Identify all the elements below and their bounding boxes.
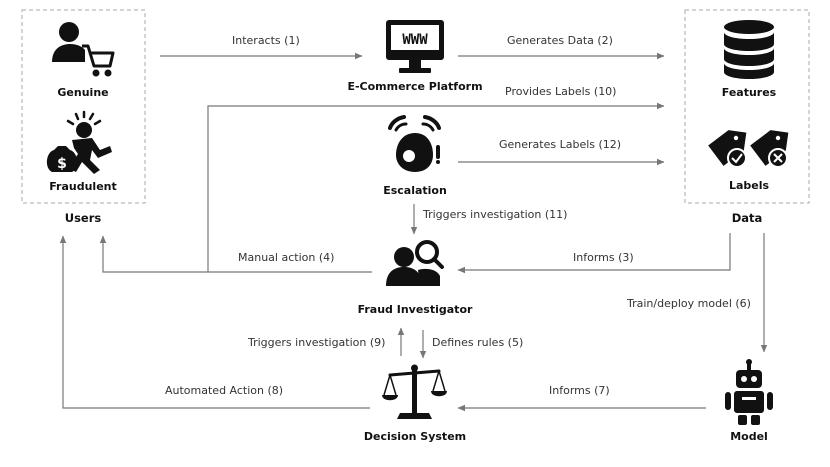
tags-icon (708, 130, 789, 168)
edge-label-generates-labels: Generates Labels (12) (499, 138, 622, 151)
node-genuine-label: Genuine (57, 86, 109, 99)
edge-manual-action (99, 235, 372, 273)
user-cart-icon (52, 22, 115, 77)
node-escalation-label: Escalation (383, 184, 447, 197)
edge-label-triggers-investigation-9: Triggers investigation (9) (248, 336, 386, 349)
edge-label-interacts: Interacts (1) (232, 34, 300, 47)
robot-icon (725, 359, 773, 425)
data-group-box (684, 9, 810, 204)
node-fraud-investigator-label: Fraud Investigator (357, 303, 473, 316)
group-data-label: Data (731, 211, 763, 225)
node-labels-label: Labels (728, 179, 770, 192)
database-icon (724, 20, 774, 79)
edge-automated-action (59, 235, 370, 409)
svg-text:WWW: WWW (402, 32, 428, 48)
node-features-label: Features (721, 86, 777, 99)
users-group-box (21, 9, 146, 204)
alarm-bell-icon (388, 115, 441, 172)
edge-label-triggers-investigation-11: Triggers investigation (11) (423, 208, 568, 221)
edge-provides-labels (207, 102, 665, 272)
monitor-www-icon: WWW (386, 20, 444, 73)
edge-label-provides-labels: Provides Labels (10) (505, 85, 617, 98)
investigator-icon (386, 240, 444, 286)
edge-label-automated-action: Automated Action (8) (165, 384, 284, 397)
edge-label-defines-rules: Defines rules (5) (432, 336, 524, 349)
thief-money-icon: $ (46, 110, 112, 174)
node-fraudulent-label: Fraudulent (49, 180, 117, 193)
node-ecommerce-label: E-Commerce Platform (347, 80, 483, 93)
edge-informs-3 (457, 233, 731, 274)
edge-label-informs-7: Informs (7) (549, 384, 610, 397)
node-model-label: Model (730, 430, 768, 443)
group-users-label: Users (64, 211, 102, 225)
scales-icon (382, 364, 447, 419)
edge-label-train-deploy: Train/deploy model (6) (627, 297, 751, 310)
svg-text:$: $ (57, 156, 67, 172)
edge-label-generates-data: Generates Data (2) (507, 34, 613, 47)
node-decision-system-label: Decision System (363, 430, 467, 443)
edge-label-informs-3: Informs (3) (573, 251, 634, 264)
edge-label-manual-action: Manual action (4) (238, 251, 335, 264)
